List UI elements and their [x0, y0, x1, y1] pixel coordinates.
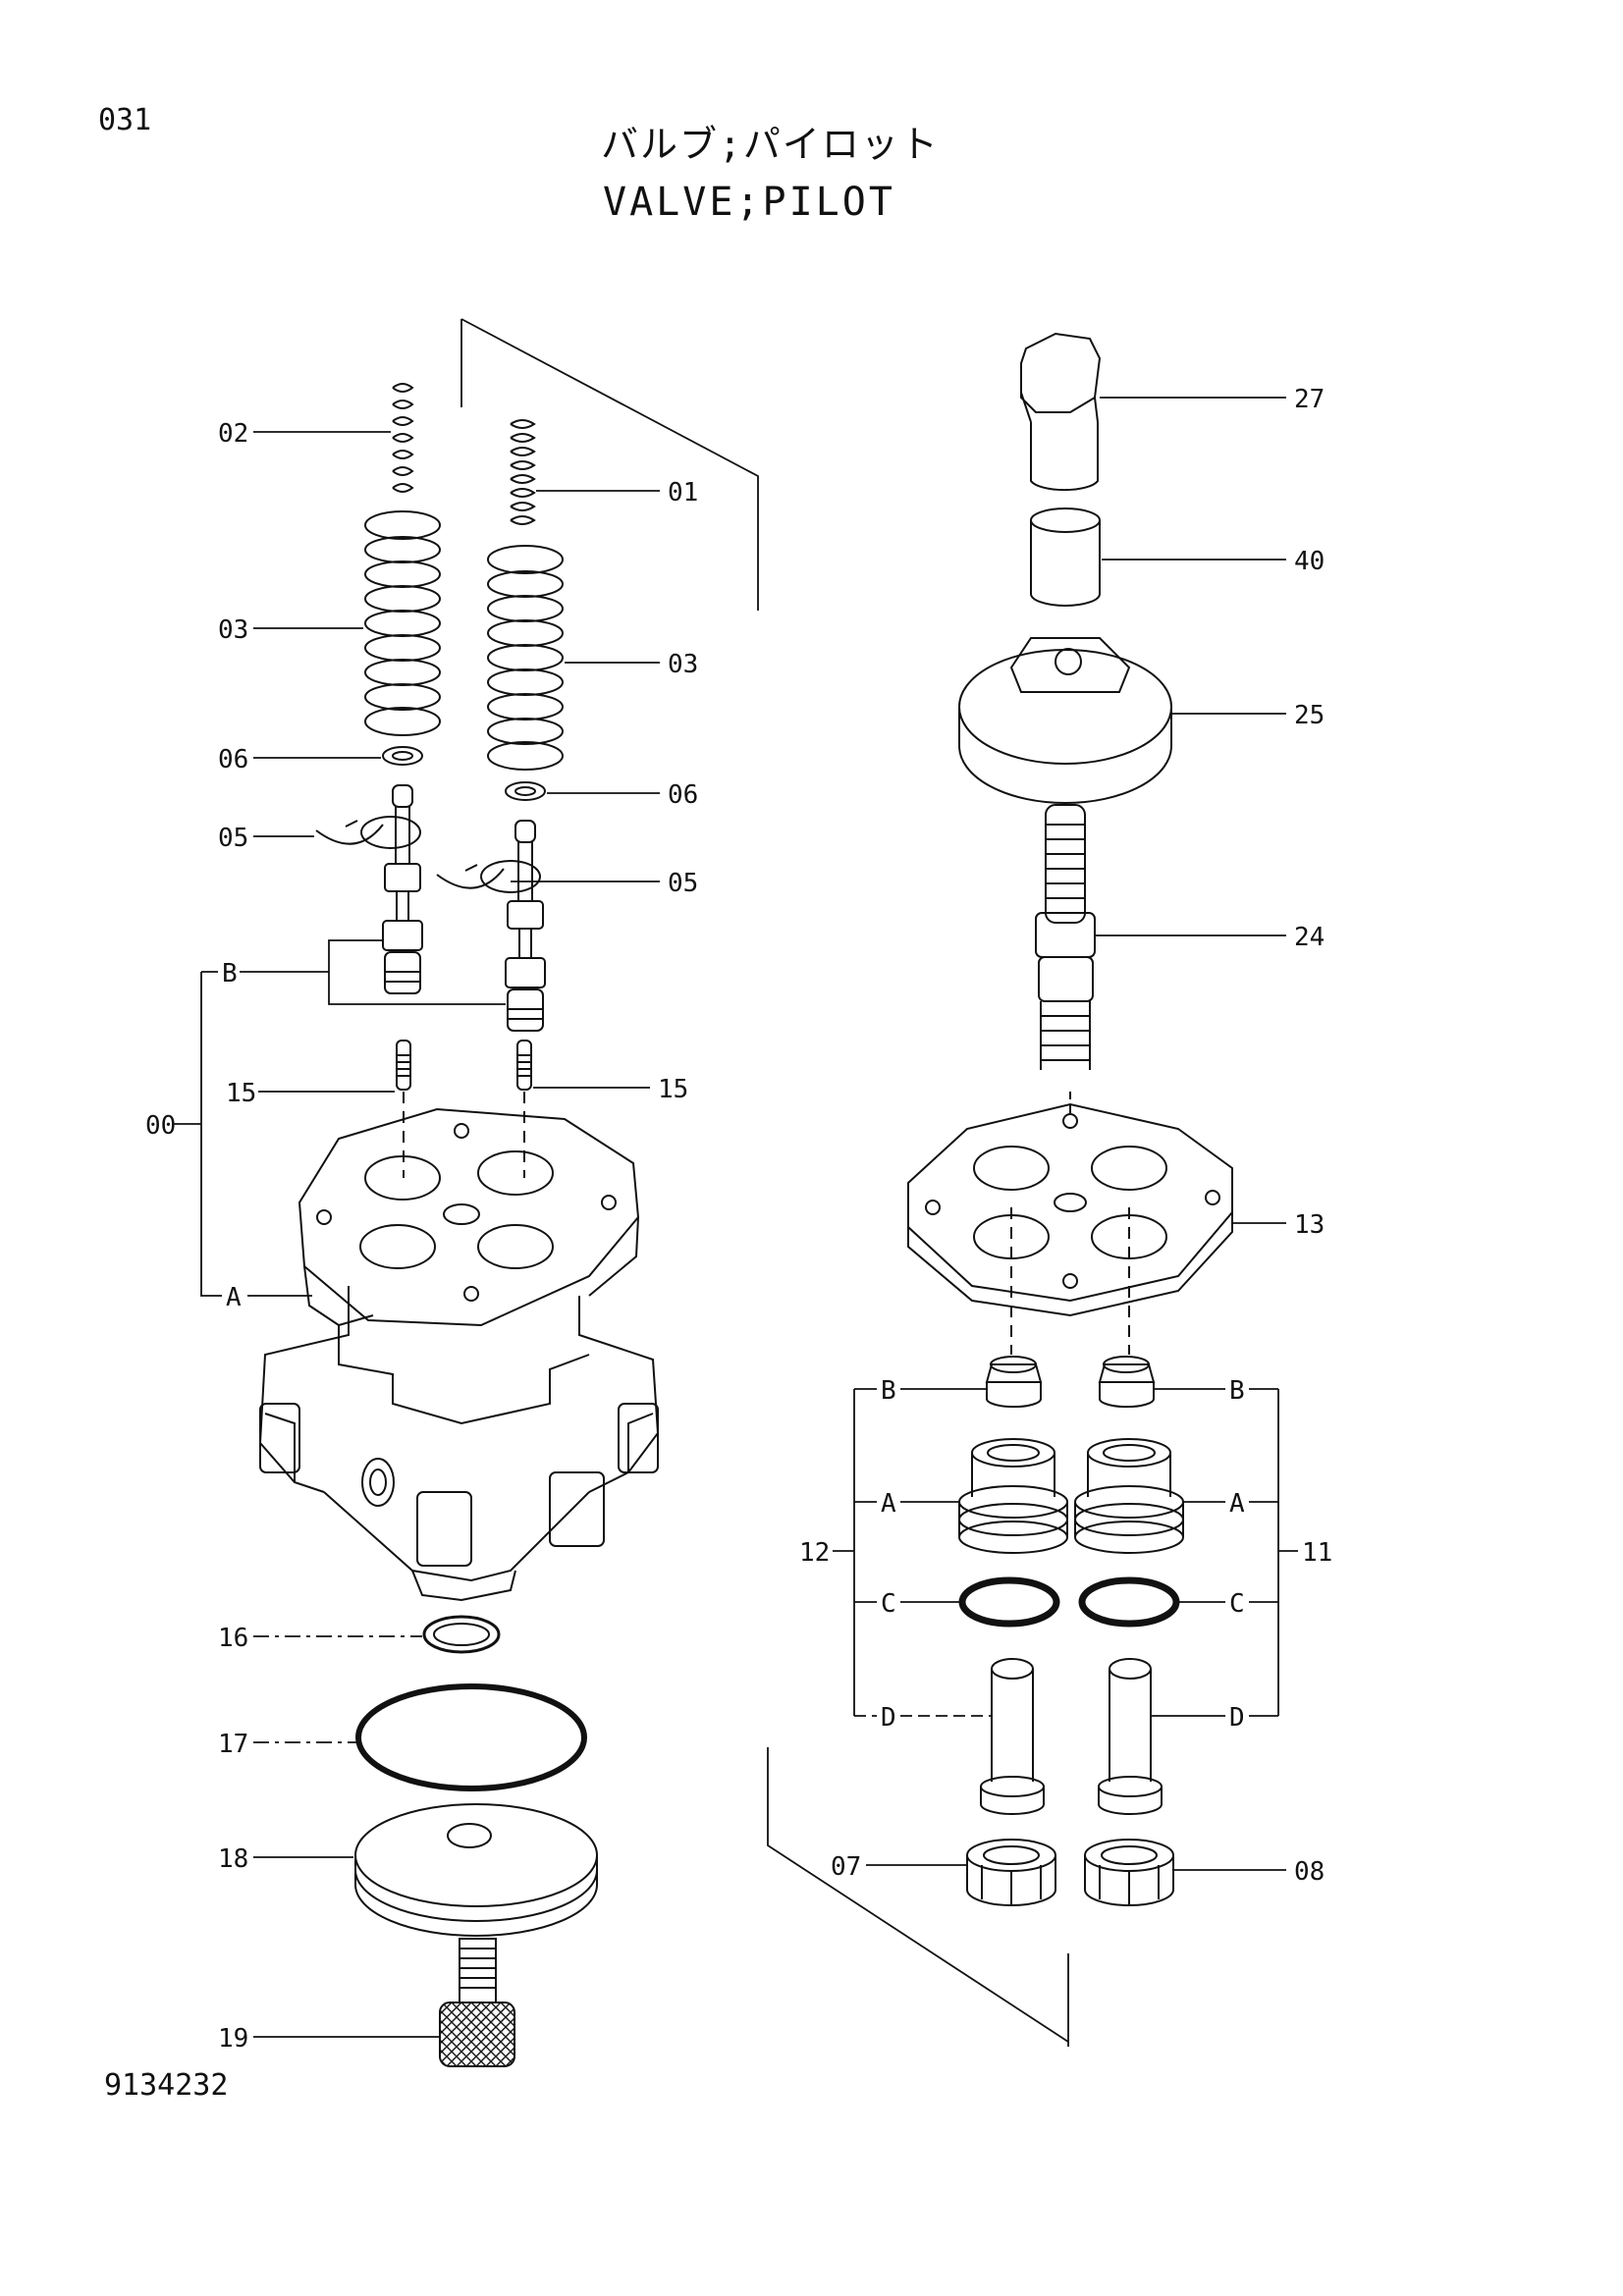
spring-02-shape — [392, 383, 414, 493]
leader-b-left — [240, 939, 506, 1005]
callout-a-11: A — [1229, 1489, 1245, 1519]
pin-15-right-shape — [516, 1040, 532, 1091]
spring-03-left-shape — [364, 510, 441, 736]
bracket-12 — [833, 1389, 855, 1716]
page-number: 031 — [98, 103, 152, 137]
callout-25: 25 — [1294, 701, 1325, 730]
callout-d-12: D — [881, 1703, 896, 1733]
callout-12: 12 — [799, 1538, 830, 1568]
callout-05-right: 05 — [668, 869, 698, 898]
nut-07-shape — [966, 1839, 1056, 1906]
callout-b-11: B — [1229, 1376, 1245, 1406]
plate-25-shape — [958, 637, 1172, 804]
spring-01-shape — [510, 419, 536, 525]
callout-15-right: 15 — [658, 1075, 688, 1104]
callout-08: 08 — [1294, 1857, 1325, 1887]
callout-06-left: 06 — [218, 745, 248, 774]
callout-19: 19 — [218, 2024, 248, 2054]
callout-15-left: 15 — [226, 1079, 256, 1108]
plug-a-right-shape — [1074, 1438, 1184, 1554]
callout-07: 07 — [831, 1852, 861, 1882]
callout-03-right: 03 — [668, 650, 698, 679]
pin-15-left-shape — [396, 1040, 411, 1091]
callout-d-11: D — [1229, 1703, 1245, 1733]
callout-40: 40 — [1294, 547, 1325, 576]
assembly-guide-line — [460, 318, 759, 611]
callout-00: 00 — [145, 1111, 176, 1141]
callout-c-12: C — [881, 1589, 896, 1619]
seat-b-right-shape — [1098, 1356, 1156, 1409]
clip-05-right-shape — [464, 859, 541, 893]
seat-b-left-shape — [985, 1356, 1043, 1409]
callout-06-right: 06 — [668, 780, 698, 810]
callout-b-12: B — [881, 1376, 896, 1406]
assembly-guide-line-bottom — [767, 1747, 1069, 2047]
callout-05-left: 05 — [218, 824, 248, 853]
callout-18: 18 — [218, 1844, 248, 1874]
piston-d-left-shape — [980, 1658, 1045, 1815]
washer-06-right-shape — [505, 781, 546, 801]
oring-17-shape — [355, 1683, 587, 1791]
spring-03-right-shape — [487, 545, 564, 771]
callout-03-left: 03 — [218, 615, 248, 645]
callout-11: 11 — [1302, 1538, 1332, 1568]
title-english: VALVE;PILOT — [603, 180, 895, 225]
leader-00 — [172, 971, 222, 1297]
callout-a-left: A — [226, 1283, 242, 1312]
callout-24: 24 — [1294, 923, 1325, 952]
oring-c-right-shape — [1078, 1576, 1180, 1628]
valve-casing-shape — [258, 1107, 660, 1602]
plug-18-shape — [354, 1803, 598, 1937]
plug-a-left-shape — [958, 1438, 1068, 1554]
callout-02: 02 — [218, 419, 248, 449]
callout-17: 17 — [218, 1730, 248, 1759]
nut-27-shape — [1020, 332, 1102, 492]
washer-06-left-shape — [382, 746, 423, 766]
callout-a-12: A — [881, 1489, 896, 1519]
drawing-number: 9134232 — [104, 2068, 229, 2103]
callout-c-11: C — [1229, 1589, 1245, 1619]
spool-right-shape — [505, 820, 546, 1032]
joint-24-shape — [1035, 804, 1096, 1070]
screw-19-shape — [439, 1938, 515, 2067]
plate-13-shape — [907, 1102, 1233, 1317]
bracket-11 — [1277, 1389, 1298, 1716]
callout-16: 16 — [218, 1624, 248, 1653]
clip-05-left-shape — [345, 815, 421, 849]
callout-b-left: B — [222, 959, 238, 988]
oring-c-left-shape — [958, 1576, 1060, 1628]
callout-27: 27 — [1294, 385, 1325, 414]
bushing-40-shape — [1030, 507, 1101, 607]
oring-16-shape — [422, 1615, 501, 1654]
spool-left-shape — [382, 784, 423, 994]
title-japanese: バルブ;パイロット — [601, 123, 940, 166]
callout-01: 01 — [668, 478, 698, 507]
nut-08-shape — [1084, 1839, 1174, 1906]
piston-d-right-shape — [1098, 1658, 1163, 1815]
callout-13: 13 — [1294, 1210, 1325, 1240]
